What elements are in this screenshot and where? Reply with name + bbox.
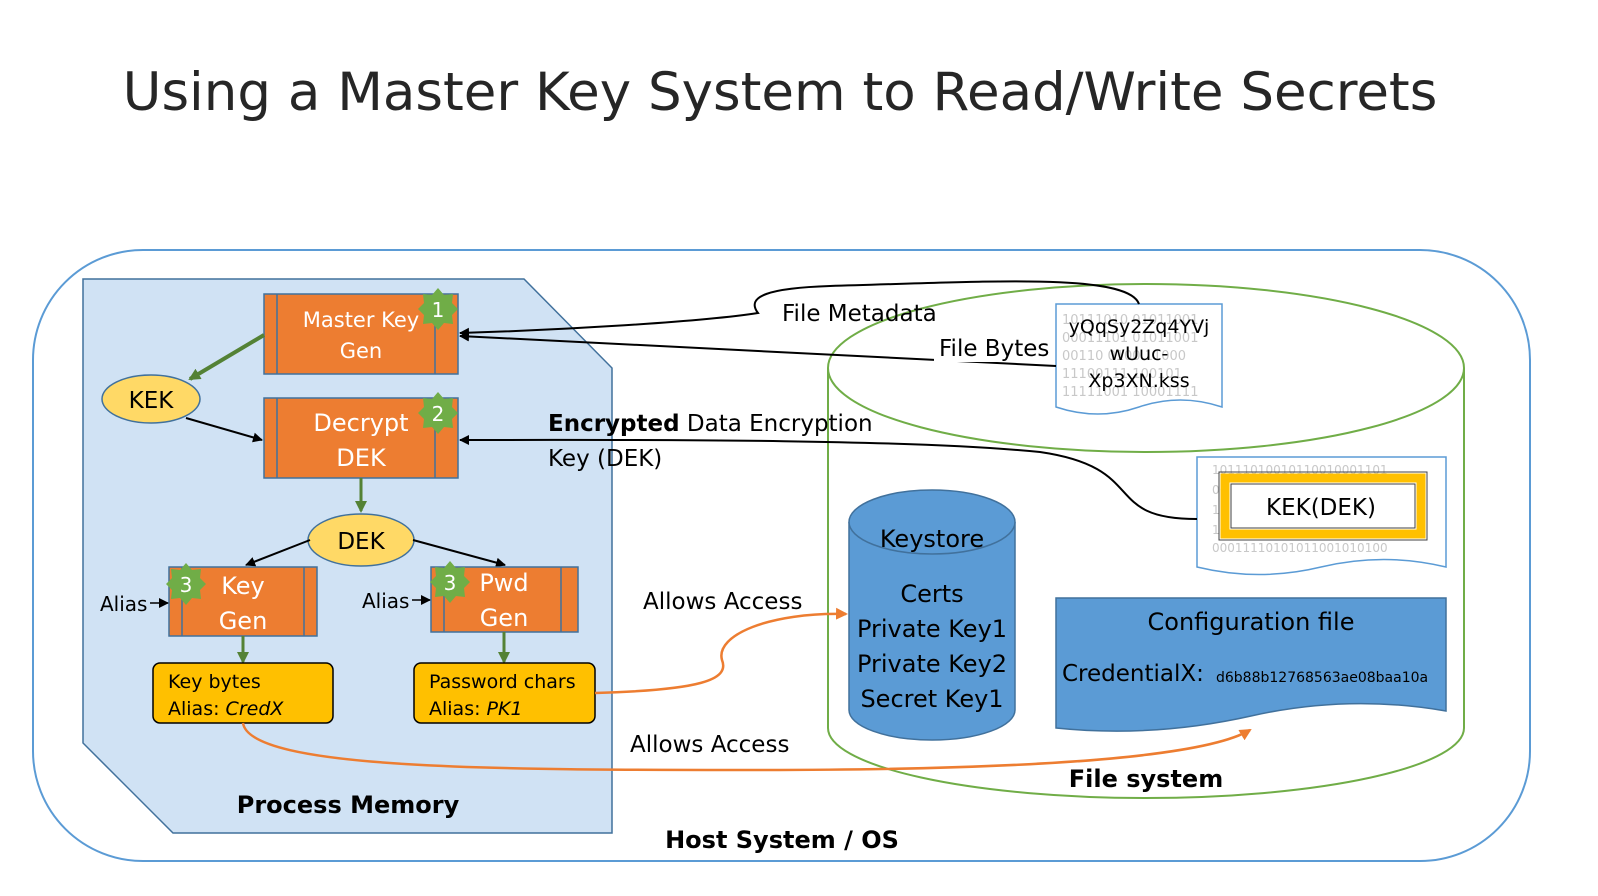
file-bytes-label-bg <box>934 334 1052 362</box>
file-bytes-label: File Bytes <box>939 336 1049 362</box>
pwd-gen-alias-label: Alias <box>362 589 409 613</box>
pwd-gen-line2: Gen <box>480 604 529 632</box>
step-3-badge-keygen: 3 <box>166 563 206 605</box>
host-system-boundary <box>32 249 1531 862</box>
password-chars-alias-value: PK1 <box>487 698 523 720</box>
config-credential-key: CredentialX: <box>1062 661 1204 687</box>
key-gen-line2: Gen <box>219 607 268 635</box>
kss-binary-line: 10111010 01011001 <box>1062 313 1198 328</box>
kss-binary-line: 00110 0100 11000 <box>1062 349 1186 364</box>
kek-dek-file: 10111010010110010001101 0011100100110111… <box>1196 456 1447 576</box>
keystore-item: Certs <box>900 580 963 608</box>
key-bytes-alias: Alias: CredX <box>168 698 284 720</box>
step-3-number-pwdgen: 3 <box>444 571 457 595</box>
kss-binary-line: 11100111 100101 <box>1062 367 1182 382</box>
key-bytes-alias-prefix: Alias: <box>168 698 226 720</box>
config-credential-value: d6b88b12768563ae08baa10a <box>1216 670 1428 686</box>
dek-label: DEK <box>337 529 385 555</box>
arrow-dek-to-pwdgen <box>412 539 506 568</box>
key-bytes-line1: Key bytes <box>168 671 261 693</box>
kek-ellipse <box>101 374 201 424</box>
keystore-title: Keystore <box>880 525 984 553</box>
keystore-cylinder: Keystore Certs Private Key1 Private Key2… <box>848 489 1016 741</box>
encrypted-dek-label: Encrypted Data Encryption <box>548 411 873 437</box>
arrow-encrypted-dek <box>459 434 1198 520</box>
kss-filename-line1: yQqSy2Zq4YVj <box>1069 316 1210 338</box>
password-chars-alias-prefix: Alias: <box>429 698 487 720</box>
arrow-kek-to-decrypt <box>185 417 263 443</box>
password-chars-alias: Alias: PK1 <box>429 698 523 720</box>
arrow-password-to-keystore <box>594 607 848 695</box>
allows-access-label-2: Allows Access <box>630 732 789 758</box>
key-gen-alias-label: Alias <box>100 592 147 616</box>
host-system-label: Host System / OS <box>665 826 899 854</box>
kss-filename-line3: Xp3XN.kss <box>1088 370 1189 392</box>
step-3-badge-pwdgen: 3 <box>430 561 470 603</box>
keystore-item: Secret Key1 <box>860 685 1003 713</box>
key-bytes-box: Key bytes Alias: CredX <box>152 662 334 724</box>
password-chars-line1: Password chars <box>429 671 576 693</box>
process-memory-label: Process Memory <box>237 791 460 819</box>
arrow-master-to-kek <box>188 333 266 381</box>
password-chars-box: Password chars Alias: PK1 <box>413 662 596 724</box>
step-2-badge: 2 <box>418 392 458 434</box>
decrypt-dek-line1: Decrypt <box>313 409 408 437</box>
decrypt-dek-line2: DEK <box>336 444 387 472</box>
kss-binary-line: 00011101 01011001 <box>1062 331 1198 346</box>
allows-access-label-1: Allows Access <box>643 589 802 615</box>
page-title: Using a Master Key System to Read/Write … <box>122 62 1438 123</box>
master-key-gen-line1: Master Key <box>303 308 419 332</box>
key-bytes-alias-value: CredX <box>226 698 285 720</box>
master-key-gen-line2: Gen <box>340 339 383 363</box>
kek-dek-binary-line: 00011110101011001010100 <box>1212 541 1388 555</box>
encrypted-bold: Encrypted <box>548 411 680 437</box>
keystore-item: Private Key2 <box>857 650 1007 678</box>
config-file-title: Configuration file <box>1148 608 1355 636</box>
kss-binary-line: 11111001 10001111 <box>1062 385 1198 400</box>
file-system-label: File system <box>1069 765 1223 793</box>
keystore-item: Private Key1 <box>857 615 1007 643</box>
arrow-file-metadata <box>459 280 1140 338</box>
pwd-gen-line1: Pwd <box>479 569 528 597</box>
step-1-number: 1 <box>432 298 445 322</box>
kek-dek-label: KEK(DEK) <box>1266 495 1376 521</box>
step-2-number: 2 <box>432 402 445 426</box>
arrow-keybytes-to-config <box>241 722 1252 772</box>
kss-file: 10111010 01011001 00011101 01011001 0011… <box>1055 303 1223 415</box>
key-gen-line1: Key <box>221 572 265 600</box>
encrypted-rest: Data Encryption <box>680 411 873 437</box>
kss-filename-line2: wUuc- <box>1110 343 1169 365</box>
kek-label: KEK <box>129 388 175 414</box>
step-3-number-keygen: 3 <box>180 573 193 597</box>
arrow-dek-to-keygen <box>245 539 311 567</box>
encrypted-dek-label-line2: Key (DEK) <box>548 446 662 472</box>
step-1-badge: 1 <box>418 288 458 330</box>
file-metadata-label: File Metadata <box>782 301 937 327</box>
configuration-file: Configuration file CredentialX: d6b88b12… <box>1055 597 1447 732</box>
